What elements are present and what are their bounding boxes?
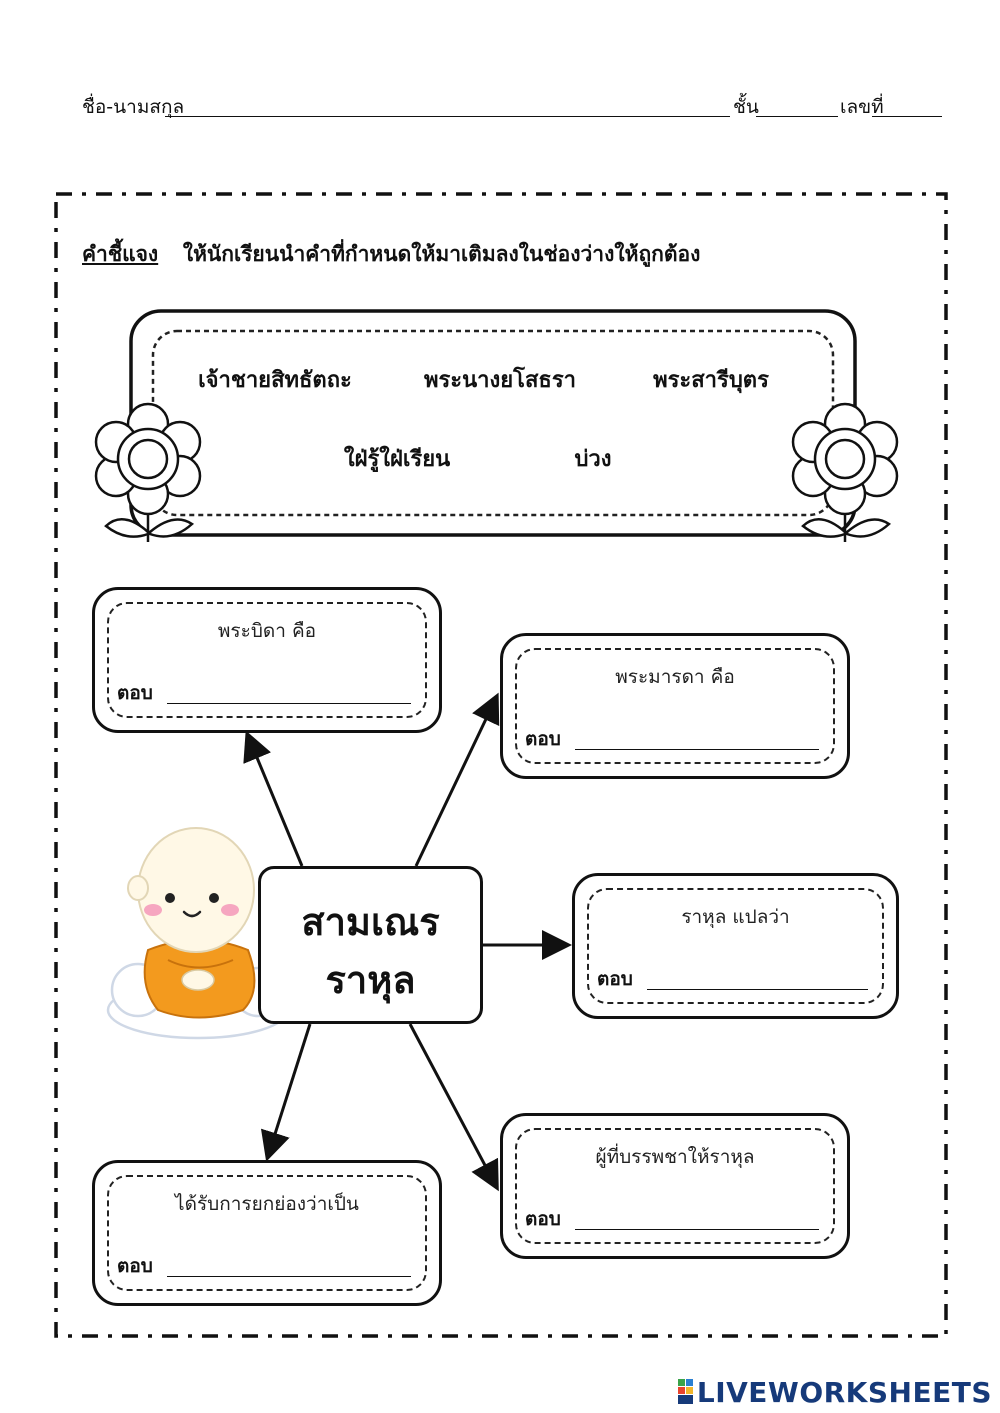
answer-field[interactable] (167, 1276, 411, 1277)
answer-field[interactable] (575, 1229, 819, 1230)
answer-label: ตอบ (525, 1204, 561, 1234)
answer-field[interactable] (167, 703, 411, 704)
question-prompt: ราหุล แปลว่า (575, 902, 896, 932)
answer-field[interactable] (647, 989, 868, 990)
question-prompt: ผู้ที่บรรพชาให้ราหุล (503, 1142, 847, 1172)
center-topic-box: สามเณร ราหุล (258, 866, 483, 1024)
question-box-praise: ได้รับการยกย่องว่าเป็น ตอบ (92, 1160, 442, 1306)
question-prompt: พระบิดา คือ (95, 616, 439, 646)
answer-label: ตอบ (597, 964, 633, 994)
answer-label: ตอบ (117, 678, 153, 708)
question-box-meaning: ราหุล แปลว่า ตอบ (572, 873, 899, 1019)
center-title-line2: ราหุล (261, 949, 480, 1010)
answer-label: ตอบ (525, 724, 561, 754)
answer-field[interactable] (575, 749, 819, 750)
question-box-father: พระบิดา คือ ตอบ (92, 587, 442, 733)
question-box-ordainer: ผู้ที่บรรพชาให้ราหุล ตอบ (500, 1113, 850, 1259)
question-prompt: ได้รับการยกย่องว่าเป็น (95, 1189, 439, 1219)
question-box-mother: พระมารดา คือ ตอบ (500, 633, 850, 779)
question-prompt: พระมารดา คือ (503, 662, 847, 692)
answer-label: ตอบ (117, 1251, 153, 1281)
center-title-line1: สามเณร (261, 891, 480, 952)
liveworksheets-brand[interactable]: LIVEWORKSHEETS (697, 1376, 992, 1409)
